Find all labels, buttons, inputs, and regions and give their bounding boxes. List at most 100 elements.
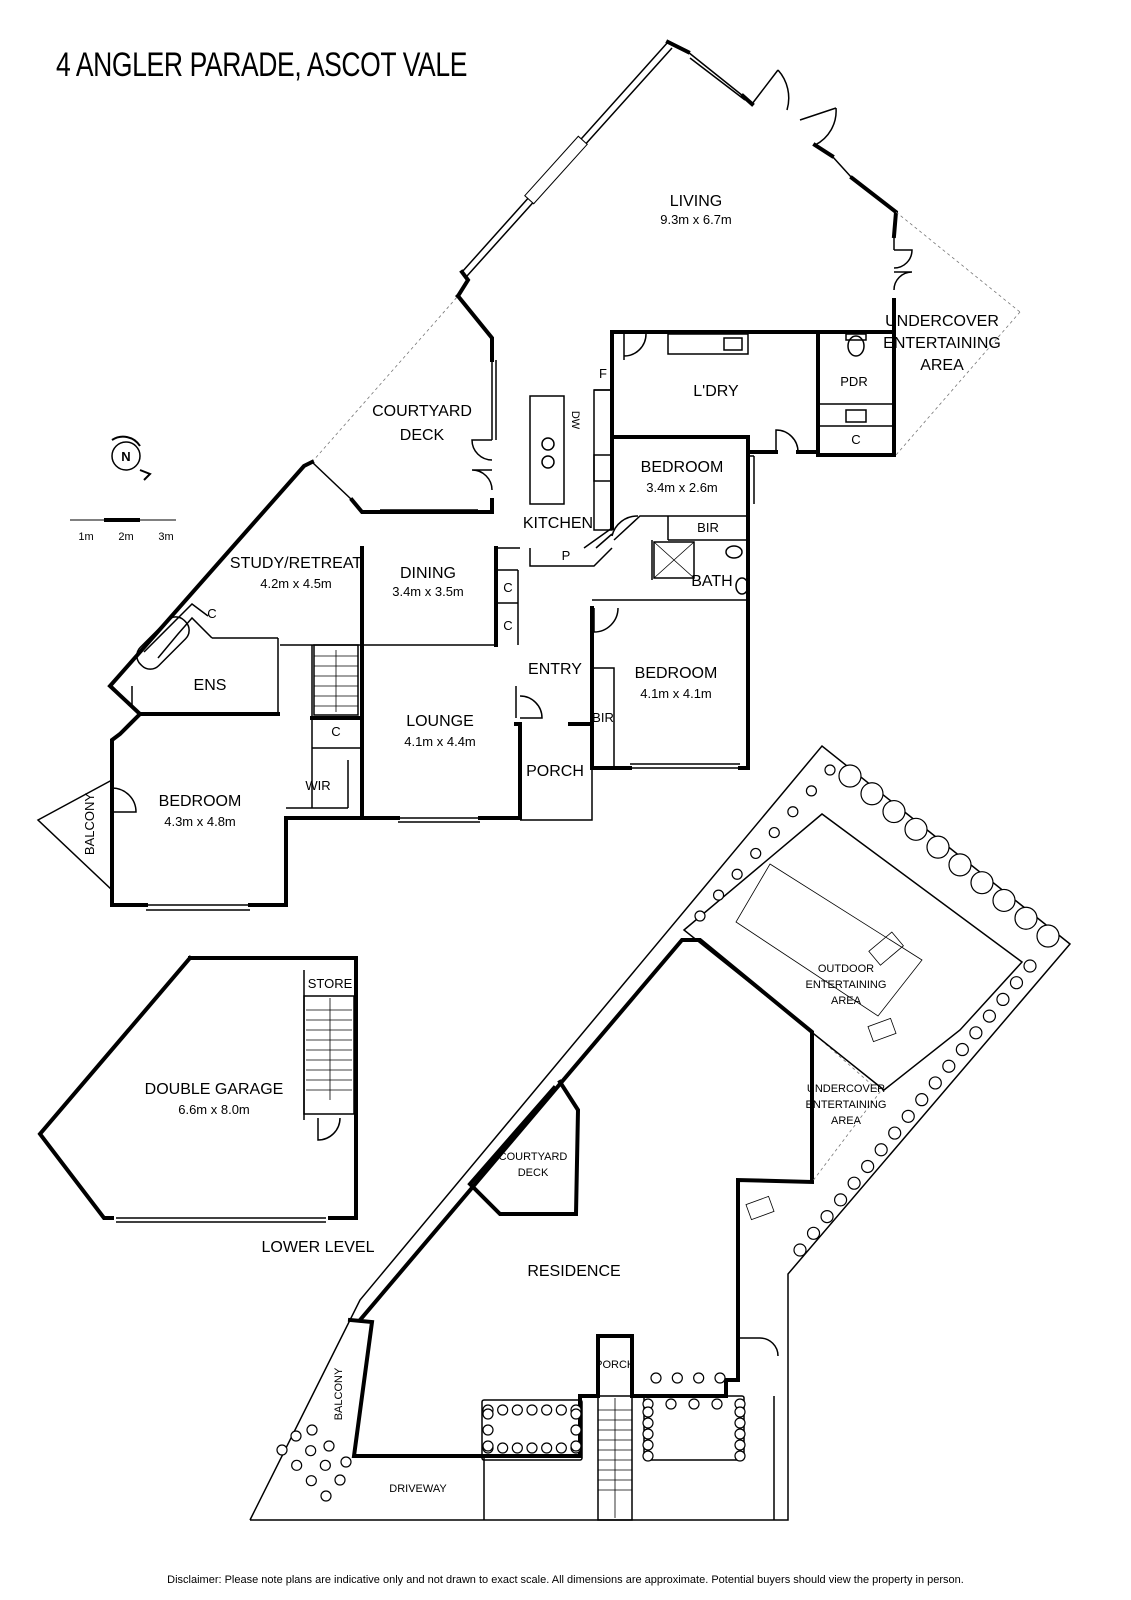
room-balcony: BALCONY: [82, 793, 97, 855]
tree-icon: [874, 1143, 888, 1157]
tree-icon: [734, 1417, 746, 1429]
tree-icon: [805, 785, 818, 797]
lower-level: [37, 955, 358, 1223]
dishwasher-dw: DW: [569, 411, 581, 430]
tree-icon: [511, 1442, 523, 1454]
bir-mid: BIR: [592, 710, 614, 725]
tree-icon: [820, 1209, 834, 1224]
living-door-right: [799, 107, 837, 146]
tree-icon: [992, 888, 1016, 913]
site-driveway: DRIVEWAY: [389, 1483, 447, 1495]
tree-icon: [555, 1442, 567, 1454]
tree-icon: [323, 1440, 335, 1452]
tree-icon: [642, 1406, 654, 1418]
tree-icon: [942, 1059, 956, 1073]
tree-icon: [1014, 906, 1038, 930]
courtyard-l2: DECK: [400, 427, 445, 444]
tree-icon: [305, 1475, 317, 1487]
living-door-left: [751, 69, 790, 111]
tree-icon: [787, 806, 799, 818]
tree-icon: [482, 1424, 494, 1436]
tree-icon: [1036, 924, 1060, 948]
tree-icon: [497, 1404, 509, 1416]
tree-icon: [319, 1459, 331, 1471]
room-garage: DOUBLE GARAGE: [145, 1081, 284, 1098]
tree-icons: [276, 764, 1060, 1502]
tree-icon: [734, 1428, 746, 1440]
cupboard-c-study: C: [207, 606, 216, 621]
tree-icon: [904, 817, 928, 841]
tree-icon: [847, 1176, 861, 1190]
site-plan: [249, 744, 1072, 1521]
tree-icon: [642, 1417, 654, 1429]
site-balcony: BALCONY: [333, 1367, 345, 1420]
tree-icon: [541, 1404, 553, 1416]
tree-icon: [642, 1439, 654, 1451]
tree-icon: [276, 1444, 288, 1456]
tree-icon: [793, 1243, 807, 1257]
tree-icon: [671, 1372, 683, 1384]
room-entry: ENTRY: [528, 661, 582, 678]
tree-icon: [541, 1442, 553, 1454]
compass-icon: N: [111, 435, 152, 481]
courtyard-l1: COURTYARD: [372, 403, 472, 420]
room-study-dims: 4.2m x 4.5m: [260, 576, 332, 591]
room-bedroom-mid-dims: 4.1m x 4.1m: [640, 686, 712, 701]
tree-icon: [838, 764, 862, 788]
room-kitchen: KITCHEN: [523, 515, 593, 532]
tree-icon: [955, 1042, 969, 1057]
room-pdr: PDR: [840, 374, 867, 389]
tree-icon: [497, 1442, 509, 1454]
site-courtyard-l1: COURTYARD: [499, 1151, 568, 1163]
tree-icon: [833, 1193, 848, 1207]
room-ldry: L'DRY: [693, 383, 739, 400]
room-lounge: LOUNGE: [406, 713, 474, 730]
tree-icon: [734, 1439, 746, 1451]
room-wir: WIR: [305, 778, 330, 793]
tree-icon: [750, 847, 762, 860]
tree-icon: [768, 826, 780, 839]
room-dining-dims: 3.4m x 3.5m: [392, 584, 464, 599]
tree-icon: [970, 871, 994, 895]
tree-icon: [305, 1445, 317, 1457]
disclaimer: Disclaimer: Please note plans are indica…: [167, 1574, 964, 1586]
tree-icon: [290, 1430, 302, 1442]
site-outdoor-l2: ENTERTAINING: [806, 979, 887, 991]
site-courtyard-l2: DECK: [518, 1167, 549, 1179]
compass-letter: N: [121, 449, 130, 464]
tree-icon: [570, 1440, 582, 1452]
undercover-l3: AREA: [920, 357, 964, 374]
tree-icon: [291, 1459, 303, 1471]
tree-icon: [711, 1398, 723, 1410]
tree-icon: [948, 853, 972, 877]
tree-icon: [650, 1372, 662, 1384]
page-title: 4 ANGLER PARADE, ASCOT VALE: [56, 46, 468, 84]
tree-icon: [1009, 976, 1024, 990]
tree-icon: [482, 1408, 494, 1420]
tree-icon: [482, 1440, 494, 1452]
tree-icon: [688, 1398, 700, 1410]
tree-icon: [882, 799, 906, 824]
tree-icon: [926, 835, 950, 859]
room-bedroom-small: BEDROOM: [641, 459, 724, 476]
tree-icon: [712, 889, 725, 901]
tree-icon: [511, 1404, 523, 1416]
tree-icon: [340, 1456, 352, 1468]
room-bath: BATH: [691, 573, 732, 590]
tree-icon: [694, 910, 706, 922]
room-ens: ENS: [194, 677, 227, 694]
tree-icon: [526, 1404, 538, 1416]
room-living-dims: 9.3m x 6.7m: [660, 212, 732, 227]
pantry-p: P: [562, 548, 571, 563]
room-study: STUDY/RETREAT: [230, 555, 362, 572]
tree-icon: [714, 1372, 726, 1384]
room-dining: DINING: [400, 565, 456, 582]
room-bedroom-small-dims: 3.4m x 2.6m: [646, 480, 718, 495]
tree-icon: [555, 1404, 567, 1416]
room-living: LIVING: [670, 193, 722, 210]
tree-icon: [306, 1424, 318, 1436]
tree-icon: [861, 1159, 875, 1174]
tree-icon: [320, 1490, 332, 1502]
site-porch: PORCH: [595, 1359, 635, 1371]
